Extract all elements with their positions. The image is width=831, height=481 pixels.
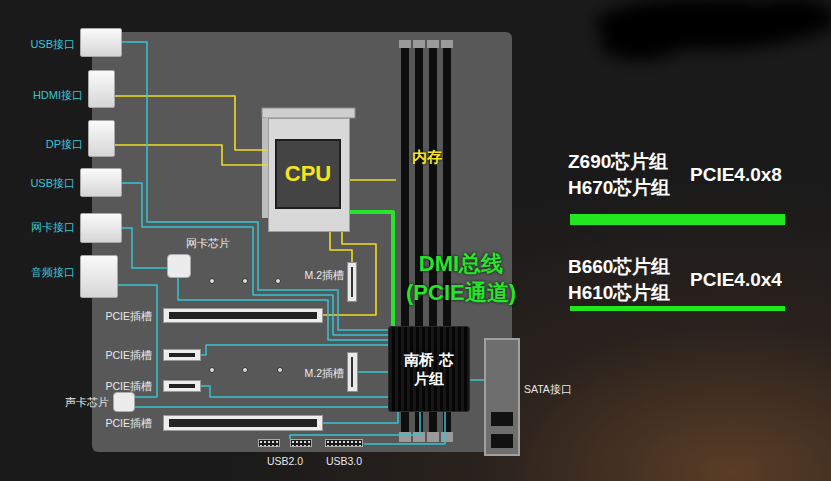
bus-wire <box>323 412 398 423</box>
redaction-blob <box>595 0 831 60</box>
sata-port <box>491 412 513 426</box>
pin-header <box>258 439 280 447</box>
chip-part: 声卡芯片 <box>113 392 135 412</box>
sata-part: SATA接口 <box>484 338 520 456</box>
part-label: SATA接口 <box>524 383 572 396</box>
port-part: HDMI接口 <box>88 70 115 108</box>
part-label: 内存 <box>412 148 442 166</box>
pin-header <box>325 439 363 447</box>
screw-holes <box>210 279 283 373</box>
part-label: 南桥 芯片组 <box>402 350 456 389</box>
part-label: PCIE插槽 <box>105 349 152 362</box>
pcie-part: PCIE插槽 <box>163 308 323 323</box>
slot-groove <box>169 419 317 427</box>
cpu-part: CPU <box>268 118 350 232</box>
bus-wire <box>364 412 445 444</box>
slot-groove <box>169 384 195 388</box>
bus-wire <box>201 345 388 355</box>
part-label: CPU <box>285 161 331 187</box>
port-part: 音频接口 <box>80 255 118 298</box>
bus-wire <box>115 145 268 165</box>
port-part: 网卡接口 <box>80 213 122 243</box>
part-label: PCIE插槽 <box>105 380 152 393</box>
part-label: USB2.0 <box>267 455 303 468</box>
part-label: PCIE插槽 <box>105 309 152 322</box>
chipset-label: PCIE4.0x4 <box>690 268 782 292</box>
pin-header <box>290 439 312 447</box>
pcie-part: PCIE插槽 <box>163 415 323 431</box>
m2-part: M.2插槽 <box>347 352 358 392</box>
port-part: DP接口 <box>88 120 115 157</box>
bandwidth-bar <box>570 214 785 225</box>
m2-contacts <box>351 267 353 297</box>
sb-part: 南桥 芯片组 <box>388 326 470 412</box>
bus-wire <box>135 406 388 408</box>
slot-groove <box>169 353 195 357</box>
bus-wire <box>201 386 388 397</box>
bandwidth-bar <box>570 306 785 311</box>
part-label: M.2插槽 <box>304 367 344 380</box>
bus-wire <box>358 371 388 373</box>
motherboard <box>92 32 512 452</box>
part-label: USB接口 <box>30 177 75 190</box>
part-label: DP接口 <box>46 138 83 151</box>
chipset-label: B660芯片组 <box>568 255 670 279</box>
part-label: USB接口 <box>30 38 75 51</box>
bus-wire <box>470 379 484 381</box>
chipset-label: PCIE4.0x8 <box>690 163 782 187</box>
m2-part: M.2插槽 <box>347 262 357 302</box>
bus-wire <box>115 96 268 150</box>
port-part: USB接口 <box>80 168 122 197</box>
chipset-label: H670芯片组 <box>568 176 670 200</box>
hdr-part: USB3.0 <box>324 439 364 447</box>
bus-wire <box>330 232 352 262</box>
bus-wire <box>350 179 396 181</box>
part-label: HDMI接口 <box>33 89 83 102</box>
m2-contacts <box>351 357 353 387</box>
part-label: 音频接口 <box>31 266 75 279</box>
bus-wire <box>122 228 167 268</box>
chipset-label: H610芯片组 <box>568 281 670 305</box>
pcie-part: PCIE插槽 <box>163 349 201 361</box>
chip-part: 网卡芯片 <box>167 254 191 278</box>
slot-groove <box>169 312 317 319</box>
part-label: 声卡芯片 <box>65 396 109 409</box>
port-part: USB接口 <box>80 28 122 57</box>
part-label: 网卡接口 <box>31 221 75 234</box>
cpu-die: CPU <box>275 139 341 209</box>
part-label: M.2插槽 <box>304 269 344 282</box>
chipset-label: Z690芯片组 <box>568 150 668 174</box>
pcie-part: PCIE插槽 <box>163 380 201 392</box>
bus-label: DMI总线 (PCIE通道) <box>397 250 525 307</box>
sata-port <box>491 434 513 448</box>
part-label: USB3.0 <box>326 455 362 468</box>
hdr-part: USB2.0 <box>256 439 314 447</box>
bus-wire <box>122 42 388 330</box>
part-label: 网卡芯片 <box>186 237 230 250</box>
part-label: PCIE插槽 <box>105 417 152 430</box>
